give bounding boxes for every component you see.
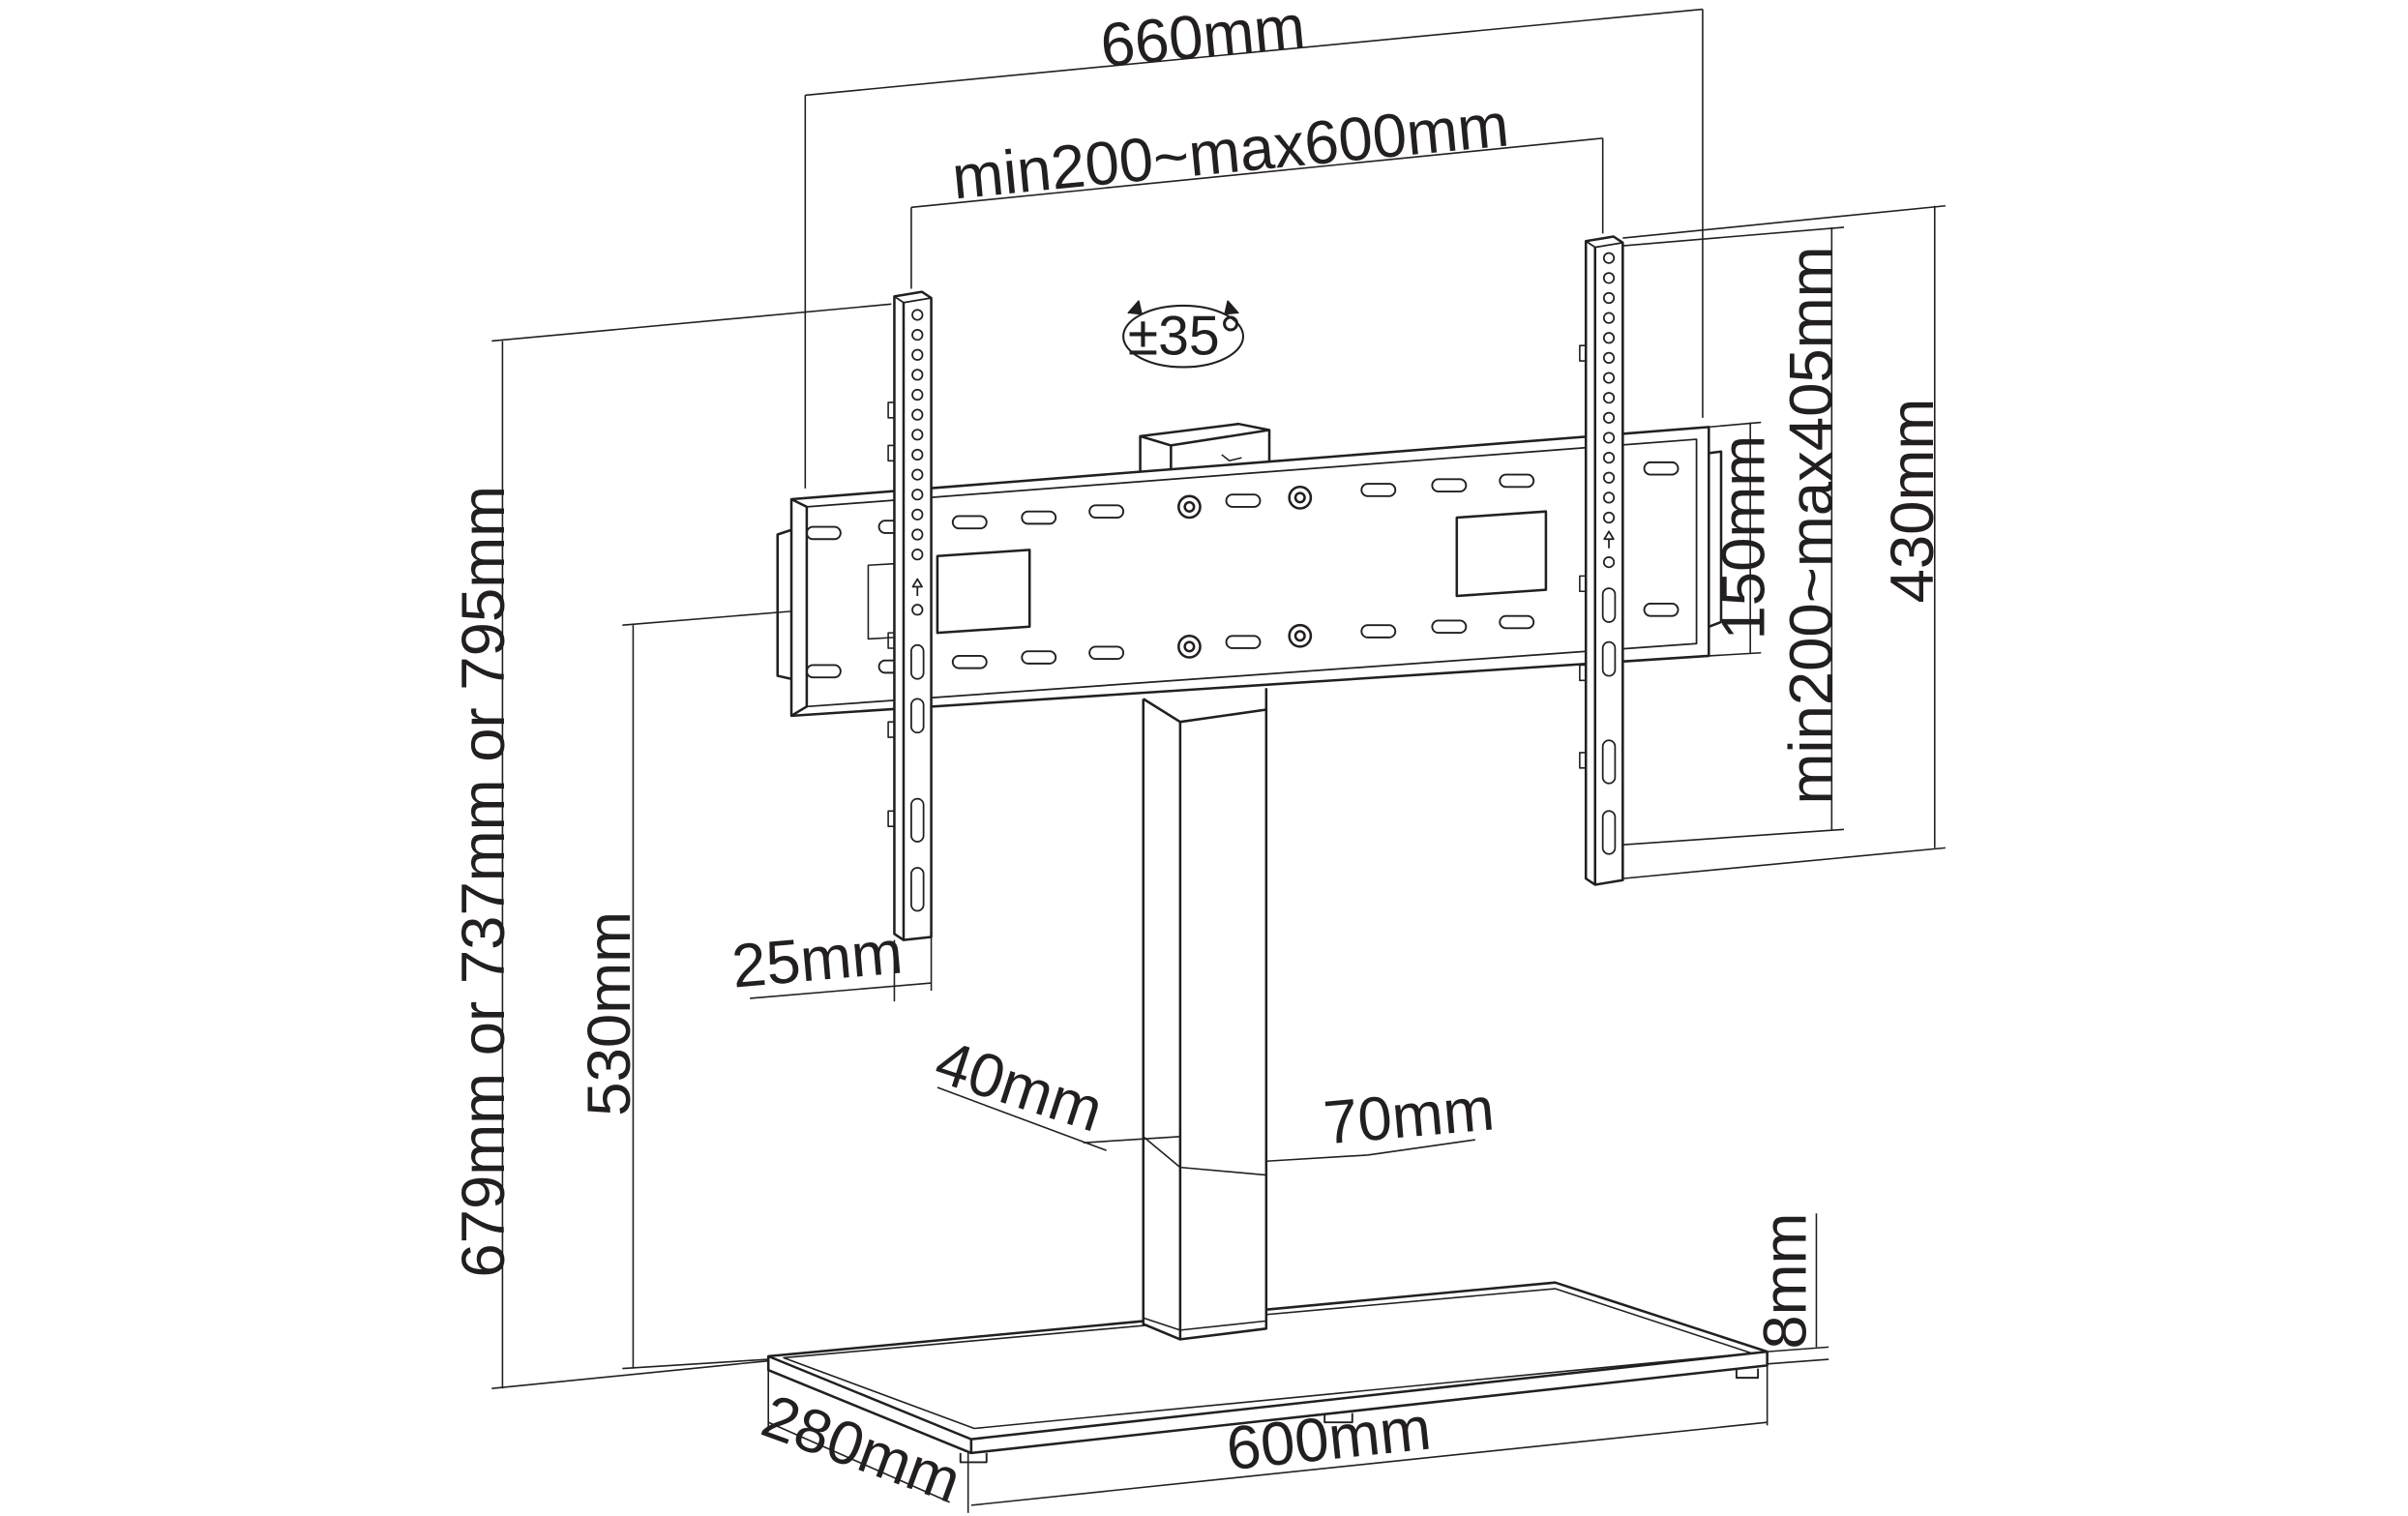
left-vertical-arm bbox=[887, 290, 933, 941]
column-width-label: 70mm bbox=[1321, 1074, 1497, 1157]
base-thickness-label: 8mm bbox=[1750, 1213, 1819, 1350]
column-height-label: 530mm bbox=[575, 911, 643, 1116]
horizontal-mount-plate bbox=[776, 426, 1723, 718]
rotation-indicator bbox=[1122, 300, 1245, 369]
column-depth-label: 40mm bbox=[927, 1027, 1111, 1145]
arm-height-label: 430mm bbox=[1878, 399, 1947, 604]
right-vertical-arm bbox=[1579, 235, 1624, 886]
vertical-slot-label: 150mm bbox=[1709, 435, 1777, 640]
overall-width-label: 660mm bbox=[1097, 0, 1308, 80]
stand-drawing bbox=[766, 235, 1769, 1464]
dimension-lines bbox=[491, 8, 1946, 1513]
rotation-label: ±35° bbox=[1128, 306, 1242, 368]
vesa-horizontal-label: min200~max600mm bbox=[949, 90, 1511, 212]
mounting-screws bbox=[1177, 486, 1313, 659]
bottom-slot-row bbox=[805, 602, 1680, 679]
vesa-vertical-label: min200~max405mm bbox=[1776, 246, 1845, 804]
column bbox=[1142, 688, 1268, 1341]
arm-depth-label: 25mm bbox=[729, 917, 906, 1000]
overall-height-label: 679mm or 737mm or 795mm bbox=[449, 486, 518, 1278]
base-plate bbox=[766, 1281, 1769, 1464]
